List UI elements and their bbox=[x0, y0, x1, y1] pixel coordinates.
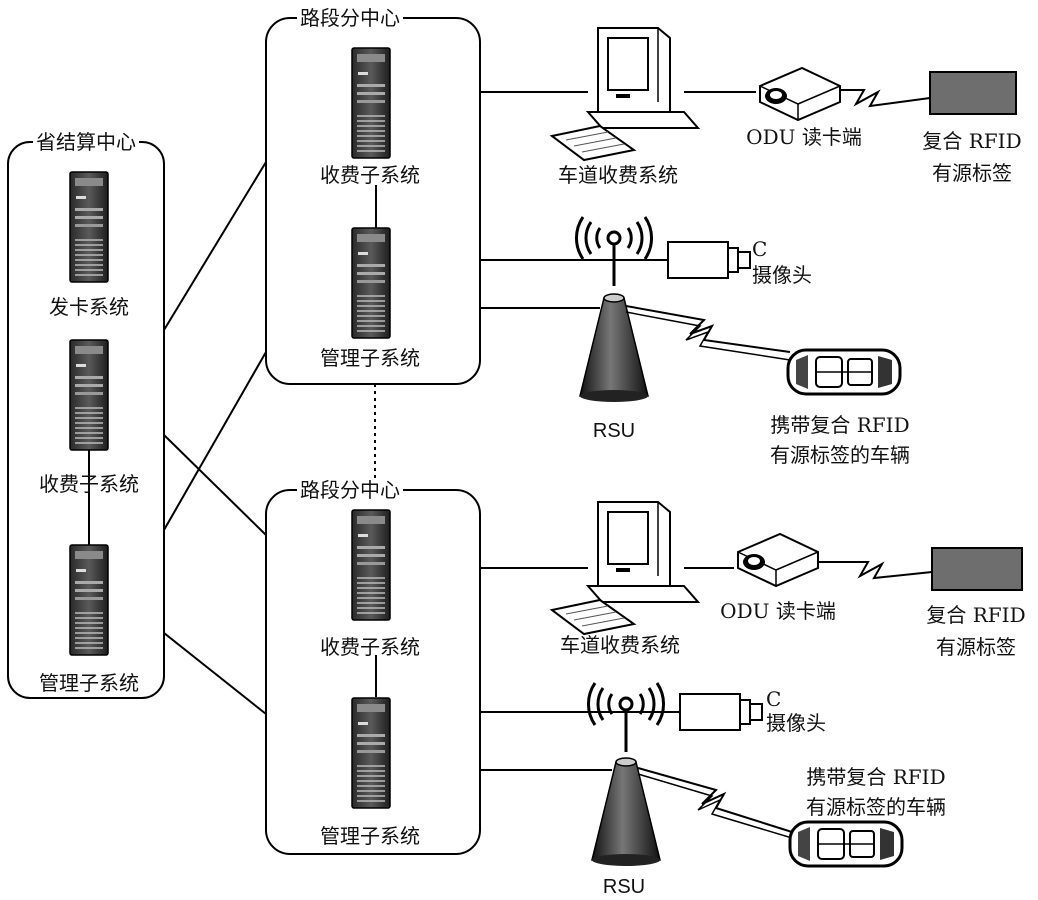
province-center-title: 省结算中心 bbox=[33, 131, 139, 153]
server-bottom-management-icon bbox=[351, 697, 391, 809]
bottom-management-label: 管理子系统 bbox=[320, 824, 420, 848]
top-camera-letter: C bbox=[752, 237, 768, 261]
wireless-top-odu-tag bbox=[840, 89, 931, 108]
bottom-vehicle-label-line2: 有源标签的车辆 bbox=[806, 795, 946, 819]
top-lane-toll-system-label: 车道收费系统 bbox=[558, 163, 678, 187]
bottom-rfid-tag-line2: 有源标签 bbox=[936, 635, 1016, 659]
section-center-bottom-title: 路段分中心 bbox=[297, 479, 403, 501]
rsu-tower-top-icon bbox=[579, 293, 649, 403]
top-management-label: 管理子系统 bbox=[320, 346, 420, 370]
server-card-issuing-icon bbox=[69, 171, 109, 283]
wireless-top-rsu-car-2 bbox=[625, 311, 791, 361]
computer-top-icon bbox=[551, 27, 699, 161]
rfid-tag-top-icon bbox=[929, 71, 1017, 115]
section-center-top-title: 路段分中心 bbox=[297, 7, 403, 29]
odu-reader-top-icon bbox=[759, 67, 841, 121]
top-toll-label: 收费子系统 bbox=[320, 163, 420, 187]
card-issuing-label: 发卡系统 bbox=[49, 295, 129, 319]
link-province-bottom-2 bbox=[163, 632, 267, 715]
bottom-rfid-tag-line1: 复合 RFID bbox=[926, 603, 1026, 627]
server-top-management-icon bbox=[351, 227, 391, 339]
top-vehicle-label-line2: 有源标签的车辆 bbox=[770, 443, 910, 467]
province-management-label: 管理子系统 bbox=[39, 671, 139, 695]
bottom-vehicle-label-line1: 携带复合 RFID bbox=[806, 765, 946, 789]
bottom-camera-label: 摄像头 bbox=[766, 711, 826, 735]
link-province-top-1 bbox=[163, 161, 267, 331]
rfid-tag-bottom-icon bbox=[931, 547, 1023, 591]
top-rfid-tag-line2: 有源标签 bbox=[932, 161, 1012, 185]
top-rfid-tag-line1: 复合 RFID bbox=[922, 129, 1022, 153]
server-province-management-icon bbox=[69, 544, 109, 656]
top-odu-reader-label: ODU 读卡端 bbox=[746, 125, 862, 149]
bottom-lane-toll-system-label: 车道收费系统 bbox=[560, 633, 680, 657]
bottom-camera-letter: C bbox=[766, 687, 782, 711]
bottom-rsu-label: RSU bbox=[602, 876, 646, 898]
province-toll-label: 收费子系统 bbox=[39, 472, 139, 496]
camera-top-icon bbox=[667, 241, 751, 279]
server-bottom-toll-icon bbox=[351, 509, 391, 621]
server-province-toll-icon bbox=[69, 339, 109, 451]
wireless-top-rsu-car bbox=[625, 305, 791, 353]
camera-bottom-icon bbox=[679, 693, 763, 731]
wireless-bottom-odu-tag bbox=[818, 561, 933, 580]
rsu-tower-bottom-icon bbox=[591, 757, 661, 867]
vehicle-bottom-icon bbox=[788, 820, 904, 868]
vehicle-top-icon bbox=[786, 348, 902, 396]
link-province-top-2 bbox=[163, 351, 267, 531]
odu-reader-bottom-icon bbox=[737, 533, 819, 587]
bottom-odu-reader-label: ODU 读卡端 bbox=[720, 599, 836, 623]
antenna-bottom-icon bbox=[586, 681, 666, 754]
wireless-bottom-rsu-car bbox=[637, 767, 793, 833]
top-rsu-label: RSU bbox=[592, 420, 636, 442]
top-vehicle-label-line1: 携带复合 RFID bbox=[770, 413, 910, 437]
bottom-toll-label: 收费子系统 bbox=[320, 635, 420, 659]
server-top-toll-icon bbox=[351, 47, 391, 159]
link-province-bottom-1 bbox=[163, 434, 267, 536]
antenna-top-icon bbox=[574, 215, 654, 288]
wireless-bottom-rsu-car-2 bbox=[637, 773, 793, 839]
top-camera-label: 摄像头 bbox=[752, 263, 812, 287]
